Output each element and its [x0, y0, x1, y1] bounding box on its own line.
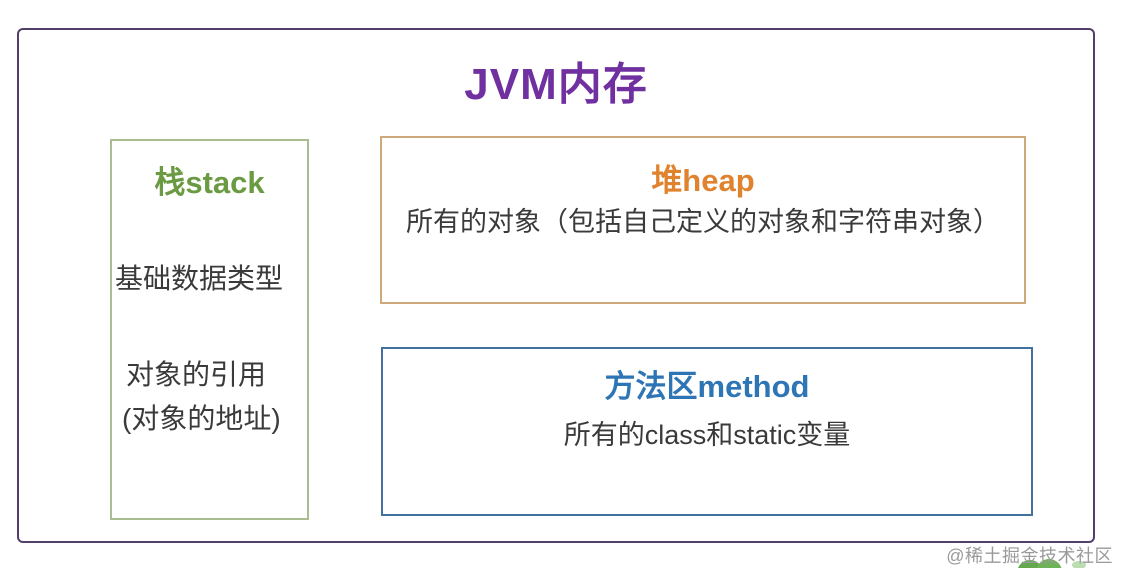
stack-item-object-reference: 对象的引用: [126, 359, 267, 390]
method-area-box-description: 所有的class和static变量: [563, 420, 851, 450]
mascot-right-lobe-icon: [1036, 559, 1062, 568]
stack-item-object-address: (对象的地址): [122, 403, 281, 434]
mascot-smudge-icon: [1072, 561, 1086, 568]
heap-box-description: 所有的对象（包括自己定义的对象和字符串对象）: [406, 207, 1000, 237]
stack-box-title: 栈stack: [154, 165, 265, 200]
mascot-logo-icon: [1014, 559, 1086, 568]
mascot-left-lobe-icon: [1017, 560, 1043, 568]
jvm-memory-container: JVM内存 栈stack 基础数据类型 对象的引用 (对象的地址) 堆heap …: [17, 28, 1095, 543]
diagram-title: JVM内存: [464, 60, 648, 109]
stack-item-primitive-types: 基础数据类型: [115, 263, 284, 294]
heap-box: 堆heap 所有的对象（包括自己定义的对象和字符串对象）: [380, 136, 1026, 304]
watermark: @稀土掘金技术社区: [946, 546, 1113, 566]
stack-box: 栈stack 基础数据类型 对象的引用 (对象的地址): [110, 139, 309, 520]
method-area-box: 方法区method 所有的class和static变量: [381, 347, 1033, 516]
method-area-box-title: 方法区method: [604, 369, 810, 404]
heap-box-title: 堆heap: [651, 163, 755, 198]
